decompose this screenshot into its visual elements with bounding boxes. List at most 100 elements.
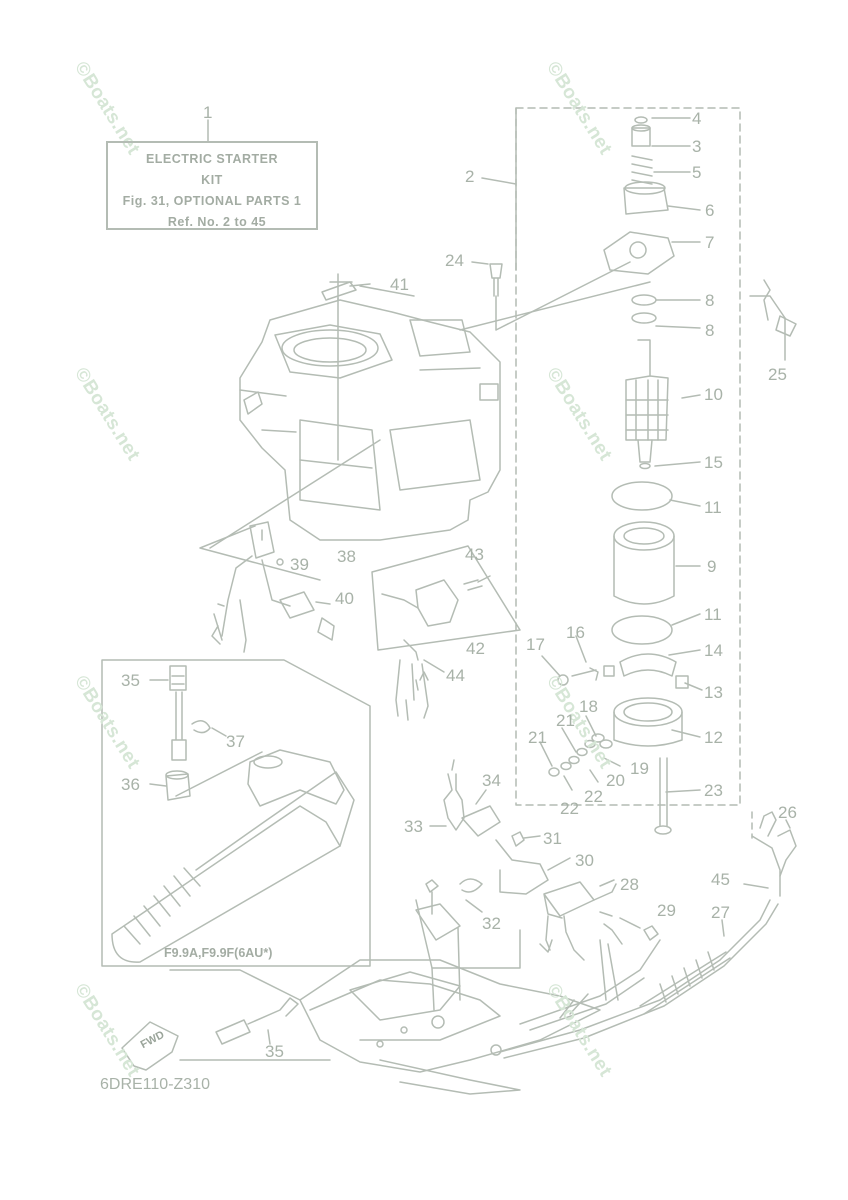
part-3 [631, 127, 651, 147]
callout-1[interactable]: 1 [203, 103, 213, 122]
callout-43[interactable]: 43 [465, 545, 484, 564]
callout-44[interactable]: 44 [446, 666, 465, 685]
callout-41[interactable]: 41 [390, 275, 409, 294]
callout-23[interactable]: 23 [704, 781, 723, 800]
callout-18[interactable]: 18 [579, 697, 598, 716]
part-27 [499, 899, 771, 1053]
kit-title: ELECTRIC STARTER [145, 152, 279, 166]
kit-figure-ref: Fig. 31, OPTIONAL PARTS 1 [122, 194, 302, 208]
starter-group-boundary [515, 107, 741, 806]
part-35-inset [169, 665, 187, 691]
part-32 [459, 878, 483, 893]
kit-subtitle: KIT [201, 173, 223, 187]
part-42 [415, 579, 459, 627]
part-16 [571, 667, 599, 681]
part-11b [611, 615, 673, 645]
bottom-cowling [299, 959, 601, 1073]
callout-42[interactable]: 42 [466, 639, 485, 658]
callout-10[interactable]: 10 [704, 385, 723, 404]
part-24 [489, 263, 503, 297]
part-7 [603, 231, 675, 275]
callout-6[interactable]: 6 [705, 201, 715, 220]
callout-27[interactable]: 27 [711, 903, 730, 922]
part-39 [276, 558, 284, 566]
inset-box [101, 659, 371, 967]
part-34 [461, 805, 501, 837]
part-5 [631, 155, 653, 185]
callout-22a[interactable]: 22 [560, 799, 579, 818]
part-19 [599, 739, 613, 749]
callout-17[interactable]: 17 [526, 635, 545, 654]
part-28 [543, 881, 595, 919]
callout-45[interactable]: 45 [711, 870, 730, 889]
part-40 [279, 591, 315, 619]
callout-22b[interactable]: 22 [584, 787, 603, 806]
part-29 [643, 925, 659, 941]
callout-7[interactable]: 7 [705, 233, 715, 252]
part-44 [395, 639, 429, 719]
callout-16[interactable]: 16 [566, 623, 585, 642]
callout-11a[interactable]: 11 [704, 498, 722, 517]
callout-15[interactable]: 15 [704, 453, 723, 472]
part-14 [619, 653, 677, 677]
callout-37[interactable]: 37 [226, 732, 245, 751]
callout-20[interactable]: 20 [606, 771, 625, 790]
callout-25[interactable]: 25 [768, 365, 787, 384]
callout-14[interactable]: 14 [704, 641, 723, 660]
part-26 [777, 829, 797, 877]
callout-5[interactable]: 5 [692, 163, 702, 182]
callout-3[interactable]: 3 [692, 137, 702, 156]
part-22a [548, 767, 560, 777]
callout-12[interactable]: 12 [704, 728, 723, 747]
callout-28[interactable]: 28 [620, 875, 639, 894]
part-43 [463, 575, 491, 591]
part-35-lower [215, 1019, 251, 1045]
part-17 [557, 674, 569, 686]
kit-label-box: ELECTRIC STARTER KIT Fig. 31, OPTIONAL P… [106, 141, 318, 230]
callout-11b[interactable]: 11 [704, 605, 722, 624]
callout-19[interactable]: 19 [630, 759, 649, 778]
diagram-code: 6DRE110-Z310 [100, 1076, 210, 1093]
callout-38[interactable]: 38 [337, 547, 356, 566]
callout-31[interactable]: 31 [543, 829, 562, 848]
callout-26[interactable]: 26 [778, 803, 797, 822]
callout-34[interactable]: 34 [482, 771, 501, 790]
callout-35b[interactable]: 35 [265, 1042, 284, 1061]
part-9 [613, 535, 675, 605]
part-36 [165, 773, 191, 801]
callout-8a[interactable]: 8 [705, 291, 715, 310]
part-11a [611, 481, 673, 511]
part-18 [591, 733, 605, 743]
callout-13[interactable]: 13 [704, 683, 723, 702]
part-13 [603, 665, 689, 689]
inset-caption: F9.9A,F9.9F(6AU*) [164, 946, 273, 960]
part-37 [191, 720, 211, 734]
callout-36[interactable]: 36 [121, 775, 140, 794]
callout-4[interactable]: 4 [692, 109, 702, 128]
callout-24[interactable]: 24 [445, 251, 464, 270]
part-15 [639, 462, 651, 470]
callout-8b[interactable]: 8 [705, 321, 715, 340]
callout-21a[interactable]: 21 [556, 711, 575, 730]
part-33 [443, 773, 465, 831]
callout-40[interactable]: 40 [335, 589, 354, 608]
callout-33[interactable]: 33 [404, 817, 423, 836]
kit-ref-range: Ref. No. 2 to 45 [167, 215, 267, 229]
callout-21b[interactable]: 21 [528, 728, 547, 747]
fwd-arrow [121, 1021, 179, 1071]
callout-9[interactable]: 9 [707, 557, 717, 576]
part-25 [775, 315, 797, 337]
part-23 [659, 757, 668, 827]
callout-35a[interactable]: 35 [121, 671, 140, 690]
part-6 [623, 187, 669, 215]
callout-30[interactable]: 30 [575, 851, 594, 870]
callout-29[interactable]: 29 [657, 901, 676, 920]
part-41 [321, 281, 371, 301]
engine-block [239, 273, 501, 541]
part-8b [631, 312, 657, 324]
callout-32[interactable]: 32 [482, 914, 501, 933]
callout-39[interactable]: 39 [290, 555, 309, 574]
part-38 [249, 521, 275, 559]
callout-2[interactable]: 2 [465, 167, 475, 186]
